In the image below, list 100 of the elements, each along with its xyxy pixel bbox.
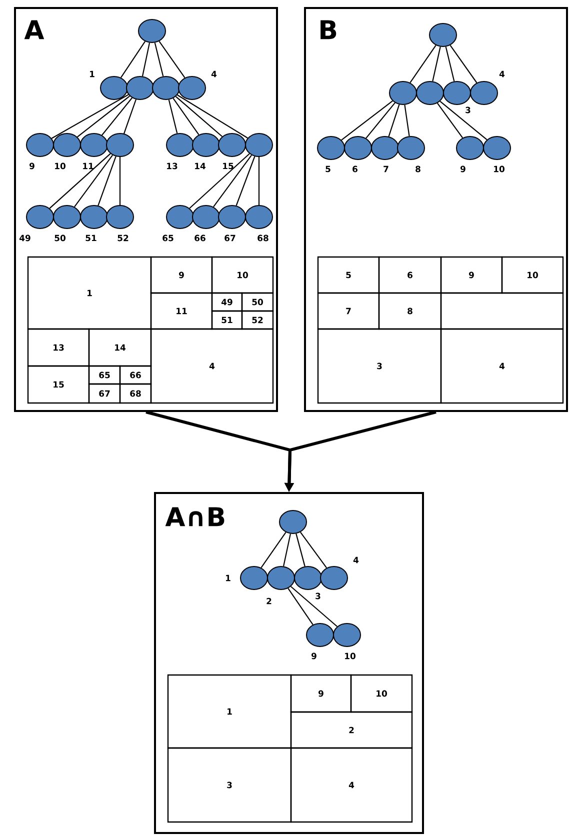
tree-node bbox=[152, 76, 180, 100]
node-number: 3 bbox=[466, 106, 470, 114]
grid-cell: 2 bbox=[290, 711, 413, 749]
grid-cell: 10 bbox=[211, 256, 274, 294]
tree-node bbox=[429, 23, 457, 47]
tree-line bbox=[176, 96, 222, 137]
node-number: 66 bbox=[194, 234, 206, 242]
node-number: 10 bbox=[345, 652, 356, 660]
tree-line bbox=[236, 156, 256, 206]
grid-cell: 14 bbox=[88, 328, 152, 367]
grid-cell: 4 bbox=[290, 747, 413, 823]
tree-line bbox=[49, 153, 111, 209]
grid-cell: 65 bbox=[88, 365, 121, 385]
tree-node bbox=[138, 19, 166, 43]
tree-line bbox=[120, 41, 146, 78]
grid-cell: 9 bbox=[150, 256, 213, 294]
tree-line bbox=[51, 94, 129, 139]
node-number: 9 bbox=[30, 162, 34, 170]
tree-line bbox=[142, 42, 150, 76]
grid-cell: 6 bbox=[378, 256, 442, 294]
node-number: 4 bbox=[353, 556, 359, 564]
tree-line bbox=[158, 40, 186, 78]
node-number: 4 bbox=[499, 70, 505, 78]
tree-node bbox=[245, 133, 273, 157]
grid-cell: 50 bbox=[241, 292, 274, 312]
tree-line bbox=[172, 98, 200, 136]
tree-node bbox=[279, 510, 307, 534]
tree-line bbox=[436, 102, 464, 138]
grid-cell: 67 bbox=[88, 383, 121, 404]
tree-line bbox=[77, 96, 130, 138]
tree-line bbox=[410, 45, 436, 83]
grid-cell: 8 bbox=[378, 292, 442, 330]
node-number: 9 bbox=[460, 166, 466, 172]
node-number: 52 bbox=[118, 234, 128, 242]
grid-cell: 1 bbox=[167, 674, 292, 749]
grid-cell: 13 bbox=[27, 328, 90, 367]
node-number: 1 bbox=[90, 70, 94, 78]
grid-cell: 10 bbox=[501, 256, 564, 294]
node-number: 15 bbox=[223, 162, 234, 170]
grid-cell: 49 bbox=[211, 292, 243, 312]
tree-line bbox=[154, 42, 164, 76]
tree-line bbox=[440, 100, 488, 140]
node-number: 2 bbox=[266, 598, 272, 604]
grid-cell: 4 bbox=[150, 328, 274, 404]
node-number: 51 bbox=[86, 234, 96, 242]
tree-node bbox=[126, 76, 154, 100]
node-number: 6 bbox=[352, 166, 358, 172]
tree-line bbox=[168, 100, 178, 134]
tree-line bbox=[288, 588, 314, 625]
node-number: 4 bbox=[211, 70, 217, 78]
tree-line bbox=[74, 154, 113, 208]
tree-line bbox=[98, 156, 116, 206]
tree-line bbox=[258, 157, 260, 205]
tree-line bbox=[290, 586, 338, 627]
tree-line bbox=[119, 157, 121, 205]
tree-line bbox=[296, 534, 306, 566]
tree-line bbox=[300, 532, 327, 568]
grid-cell: 51 bbox=[211, 310, 243, 330]
grid-cell: 4 bbox=[440, 328, 564, 404]
tree-line bbox=[404, 104, 410, 136]
node-number: 49 bbox=[19, 234, 30, 242]
grid-cell: 5 bbox=[317, 256, 380, 294]
tree-line bbox=[388, 104, 400, 137]
node-number: 5 bbox=[326, 166, 330, 172]
tree-line bbox=[432, 46, 441, 82]
tree-line bbox=[189, 153, 250, 209]
grid-cell: 10 bbox=[350, 674, 413, 713]
tree-line bbox=[445, 46, 455, 82]
tree-line bbox=[124, 99, 136, 134]
tree-node bbox=[106, 133, 134, 157]
node-number: 14 bbox=[195, 162, 206, 170]
grid-cell: 11 bbox=[150, 292, 213, 330]
grid-cell: 9 bbox=[440, 256, 503, 294]
node-number: 65 bbox=[162, 234, 174, 242]
node-number: 11 bbox=[83, 162, 94, 170]
node-number: 7 bbox=[384, 166, 388, 172]
panel-title: A∩B bbox=[165, 507, 224, 526]
grid-cell: 66 bbox=[119, 365, 152, 385]
panel-title: B bbox=[320, 20, 336, 40]
node-number: 9 bbox=[312, 652, 316, 660]
tree-line bbox=[213, 154, 252, 208]
node-number: 8 bbox=[416, 166, 420, 172]
node-number: 10 bbox=[55, 162, 66, 170]
grid-cell: 9 bbox=[290, 674, 352, 713]
node-number: 67 bbox=[224, 234, 236, 242]
grid-cell: 52 bbox=[241, 310, 274, 330]
tree-node bbox=[416, 81, 444, 105]
grid-cell: 15 bbox=[27, 365, 90, 404]
grid-cell: 1 bbox=[27, 256, 152, 330]
tree-line bbox=[366, 102, 396, 139]
tree-line bbox=[102, 98, 132, 136]
tree-line bbox=[282, 534, 291, 566]
node-number: 13 bbox=[167, 162, 178, 170]
tree-line bbox=[177, 94, 248, 138]
tree-line bbox=[450, 44, 478, 84]
panel-title: A bbox=[24, 20, 44, 40]
grid-cell: 3 bbox=[167, 747, 292, 823]
tree-line bbox=[341, 100, 393, 140]
grid-cell: 68 bbox=[119, 383, 152, 404]
tree-line bbox=[260, 532, 286, 568]
